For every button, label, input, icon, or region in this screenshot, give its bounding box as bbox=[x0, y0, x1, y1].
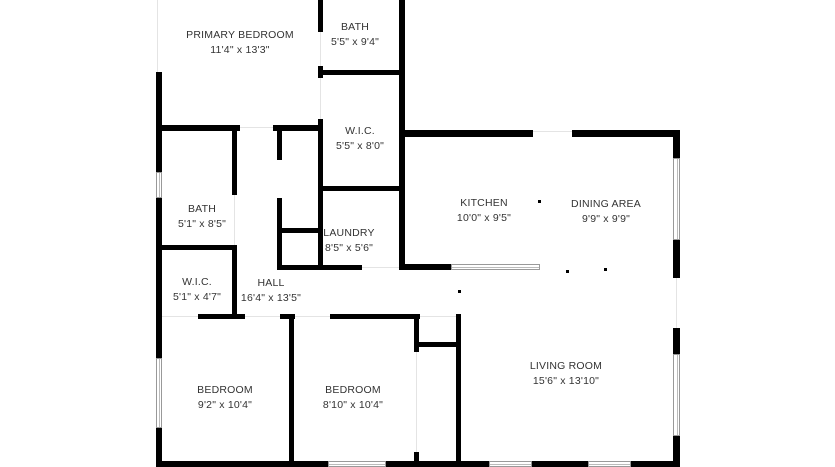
door-opening bbox=[295, 316, 330, 317]
wall bbox=[156, 72, 162, 172]
wall bbox=[232, 125, 237, 195]
wall bbox=[673, 130, 680, 158]
wall bbox=[318, 119, 323, 269]
room-dimensions: 9'2" x 10'4" bbox=[197, 399, 253, 411]
window bbox=[489, 461, 532, 467]
wall bbox=[330, 314, 420, 319]
wall bbox=[277, 228, 323, 233]
wall bbox=[414, 314, 419, 352]
wall bbox=[277, 125, 282, 160]
door-opening bbox=[234, 195, 235, 245]
wall bbox=[399, 130, 533, 137]
dimension-tick bbox=[538, 200, 541, 203]
wall bbox=[156, 198, 162, 248]
room-name: DINING AREA bbox=[571, 198, 641, 210]
window bbox=[156, 172, 162, 198]
dimension-tick bbox=[458, 290, 461, 293]
wall bbox=[277, 265, 362, 270]
door-opening bbox=[362, 267, 400, 268]
wall bbox=[414, 452, 419, 467]
room-label-hall: HALL 16'4" x 13'5" bbox=[241, 276, 301, 306]
room-name: W.I.C. bbox=[182, 276, 212, 288]
dimension-tick bbox=[566, 270, 569, 273]
wall bbox=[322, 186, 402, 191]
room-label-wic-hall: W.I.C. 5'1" x 4'7" bbox=[173, 275, 221, 305]
room-label-bath-primary: BATH 5'5" x 9'4" bbox=[331, 20, 379, 50]
room-name: HALL bbox=[257, 277, 285, 289]
wall bbox=[273, 125, 318, 131]
room-name: BEDROOM bbox=[197, 384, 253, 396]
door-opening bbox=[162, 316, 198, 317]
wall-line bbox=[157, 0, 158, 72]
wall bbox=[414, 342, 459, 347]
door-opening bbox=[676, 278, 677, 328]
room-label-laundry: LAUNDRY 8'5" x 5'6" bbox=[323, 226, 374, 256]
room-label-bedroom-1: BEDROOM 9'2" x 10'4" bbox=[197, 383, 253, 413]
wall bbox=[631, 461, 680, 467]
window bbox=[328, 461, 386, 467]
wall bbox=[532, 461, 588, 467]
wall bbox=[156, 248, 162, 358]
room-dimensions: 8'5" x 5'6" bbox=[324, 242, 374, 254]
wall bbox=[399, 264, 451, 270]
wall bbox=[318, 0, 323, 32]
wall bbox=[673, 328, 680, 354]
dimension-tick bbox=[604, 268, 607, 271]
wall bbox=[156, 461, 328, 467]
door-opening bbox=[416, 352, 417, 452]
room-name: W.I.C. bbox=[345, 125, 375, 137]
room-dimensions: 9'9" x 9'9" bbox=[581, 213, 631, 225]
wall bbox=[673, 436, 680, 467]
room-dimensions: 15'6" x 13'10" bbox=[532, 375, 600, 387]
door-opening bbox=[533, 131, 572, 132]
door-opening bbox=[320, 32, 321, 66]
room-dimensions: 5'1" x 8'5" bbox=[177, 218, 227, 230]
wall bbox=[198, 314, 245, 319]
window bbox=[588, 461, 631, 467]
room-label-living-room: LIVING ROOM 15'6" x 13'10" bbox=[530, 359, 602, 389]
room-name: KITCHEN bbox=[460, 197, 508, 209]
room-name: BEDROOM bbox=[325, 384, 381, 396]
room-name: BATH bbox=[340, 21, 370, 33]
room-dimensions: 16'4" x 13'5" bbox=[240, 292, 302, 304]
wall bbox=[156, 314, 162, 319]
wall bbox=[156, 125, 240, 131]
wall bbox=[318, 70, 400, 75]
window bbox=[156, 358, 162, 428]
room-name: BATH bbox=[187, 203, 217, 215]
wall bbox=[572, 130, 680, 137]
wall bbox=[156, 245, 236, 250]
wall bbox=[280, 314, 295, 319]
wall bbox=[673, 240, 680, 278]
wall bbox=[456, 314, 461, 467]
room-dimensions: 8'10" x 10'4" bbox=[322, 399, 384, 411]
wall bbox=[386, 461, 489, 467]
room-label-dining-area: DINING AREA 9'9" x 9'9" bbox=[571, 197, 641, 227]
room-label-kitchen: KITCHEN 10'0" x 9'5" bbox=[457, 196, 511, 226]
room-label-bath-hall: BATH 5'1" x 8'5" bbox=[178, 202, 226, 232]
room-dimensions: 10'0" x 9'5" bbox=[456, 212, 512, 224]
door-opening bbox=[420, 316, 457, 317]
wall bbox=[156, 428, 162, 467]
room-name: LAUNDRY bbox=[323, 227, 375, 239]
room-dimensions: 5'5" x 9'4" bbox=[330, 36, 380, 48]
door-opening bbox=[245, 316, 280, 317]
wall bbox=[232, 245, 237, 315]
room-name: PRIMARY BEDROOM bbox=[186, 29, 294, 41]
door-opening bbox=[320, 78, 321, 119]
room-label-bedroom-2: BEDROOM 8'10" x 10'4" bbox=[323, 383, 383, 413]
room-dimensions: 11'4" x 13'3" bbox=[210, 44, 270, 56]
room-label-wic-primary: W.I.C. 5'5" x 8'0" bbox=[336, 124, 384, 154]
wall bbox=[289, 314, 294, 467]
room-dimensions: 5'1" x 4'7" bbox=[172, 291, 222, 303]
room-dimensions: 5'5" x 8'0" bbox=[335, 140, 385, 152]
window bbox=[673, 158, 680, 240]
wall bbox=[277, 198, 282, 268]
door-opening bbox=[240, 127, 273, 128]
room-label-primary-bedroom: PRIMARY BEDROOM 11'4" x 13'3" bbox=[186, 28, 294, 58]
window bbox=[673, 354, 680, 436]
counter bbox=[451, 264, 540, 270]
room-name: LIVING ROOM bbox=[529, 360, 603, 372]
